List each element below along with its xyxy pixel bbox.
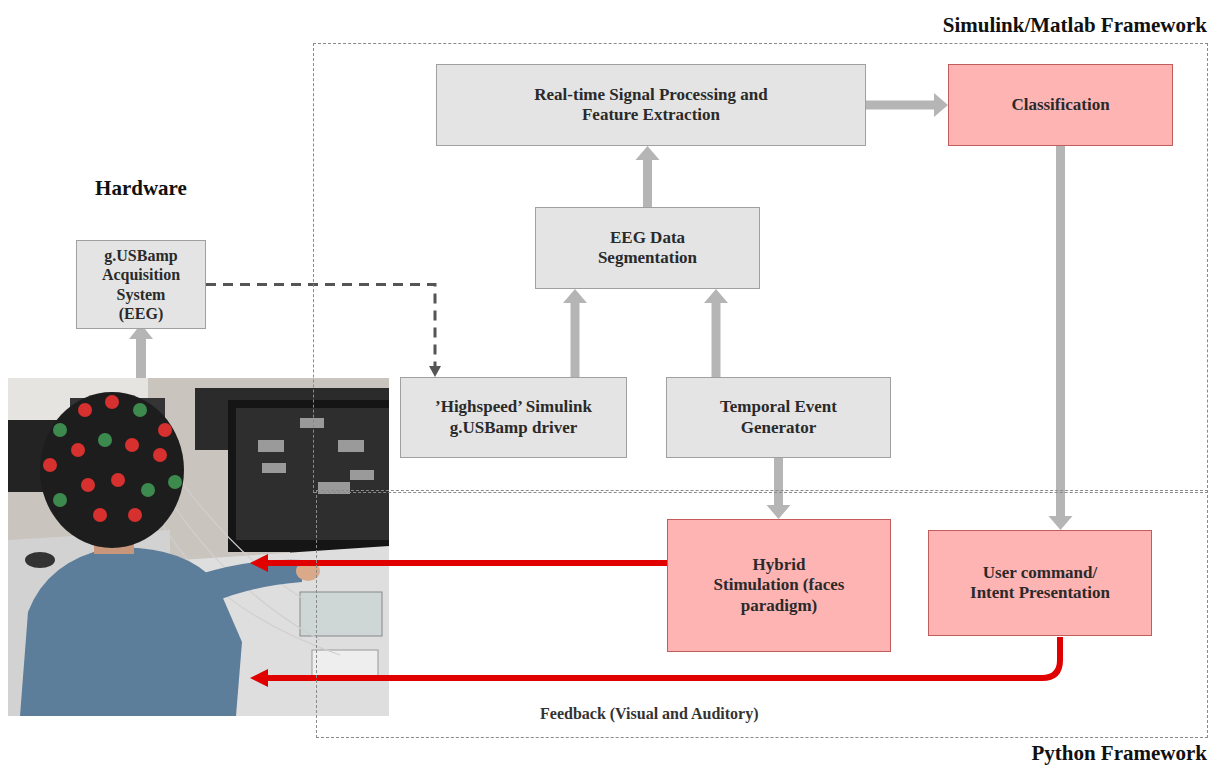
box-label: Hybrid Stimulation (faces paradigm) <box>711 555 848 616</box>
flow-arrow <box>767 458 791 519</box>
stimulation-feedback-arrow <box>250 554 667 572</box>
lab-photo-part <box>53 423 67 437</box>
intent-feedback-arrow-part <box>266 637 1060 678</box>
lab-photo-part <box>98 433 112 447</box>
arrow-shaft <box>206 285 435 368</box>
lab-photo-part <box>105 395 119 409</box>
lab-photo-part <box>53 493 67 507</box>
stimulation-feedback-arrow-part <box>266 560 667 566</box>
lab-photo-part <box>258 440 284 452</box>
lab-photo-part <box>200 560 302 602</box>
arrow-head <box>429 366 441 377</box>
lab-photo-part <box>168 475 182 489</box>
arrow-shaft <box>866 101 935 110</box>
process-box: Hybrid Stimulation (faces paradigm) <box>667 519 891 652</box>
process-box: Real-time Signal Processing and Feature … <box>436 64 866 146</box>
arrow-head <box>704 289 728 303</box>
stimulation-feedback-arrow-part <box>250 554 268 572</box>
photo-to-hardware-arrow-part <box>136 338 146 378</box>
flow-arrow <box>636 146 660 207</box>
arrow-head <box>563 289 587 303</box>
lab-photo-part <box>228 400 389 552</box>
flow-arrow <box>704 289 728 377</box>
lab-photo-part <box>300 592 382 636</box>
lab-photo-part <box>78 403 92 417</box>
framework-title: Python Framework <box>1031 741 1207 766</box>
lab-photo-part <box>153 448 167 462</box>
arrow-shaft <box>643 159 652 207</box>
lab-photo-part <box>81 478 95 492</box>
framework-region: Simulink/Matlab FrameworkReal-time Signa… <box>313 43 1208 493</box>
lab-photo-part <box>43 458 57 472</box>
framework-title: Simulink/Matlab Framework <box>943 13 1207 38</box>
arrow-shaft <box>774 458 783 506</box>
arrow-head <box>767 505 791 519</box>
box-label: Real-time Signal Processing and Feature … <box>520 85 782 126</box>
box-label: User command/ Intent Presentation <box>964 563 1116 604</box>
lab-photo-part <box>128 508 142 522</box>
box-label: Classification <box>1011 95 1109 115</box>
process-box: ’Highspeed’ Simulink g.USBamp driver <box>400 377 627 458</box>
lab-photo-part <box>8 378 389 716</box>
process-box: g.USBamp Acquisition System (EEG) <box>76 240 206 329</box>
arrow-head <box>1049 516 1073 530</box>
lab-photo-part <box>111 473 125 487</box>
lab-photo-part <box>40 392 184 548</box>
lab-photo-part <box>71 443 85 457</box>
arrow-shaft <box>1056 146 1065 517</box>
feedback-caption: Feedback (Visual and Auditory) <box>540 704 860 723</box>
arrow-head <box>636 146 660 160</box>
flow-arrow <box>563 289 587 377</box>
box-label: Temporal Event Generator <box>715 397 843 438</box>
lab-photo-part <box>25 552 55 568</box>
arrow-head <box>934 93 948 117</box>
lab-photo-part <box>158 423 172 437</box>
process-box: User command/ Intent Presentation <box>928 530 1152 636</box>
process-box: Classification <box>948 64 1173 146</box>
lab-photo-part <box>93 508 107 522</box>
lab-photo-part <box>262 463 286 473</box>
intent-feedback-arrow-part <box>250 669 268 687</box>
section-heading: Hardware <box>66 176 216 201</box>
box-label: ’Highspeed’ Simulink g.USBamp driver <box>425 397 603 438</box>
arrow-shaft <box>712 302 721 377</box>
lab-photo-part <box>350 470 374 480</box>
lab-photo-part <box>141 483 155 497</box>
framework-region: Python FrameworkHybrid Stimulation (face… <box>316 490 1208 738</box>
box-label: g.USBamp Acquisition System (EEG) <box>95 246 187 323</box>
lab-photo-part <box>300 418 324 428</box>
flow-arrow <box>866 93 948 117</box>
arrow-shaft <box>571 302 580 377</box>
lab-photo-part <box>133 403 147 417</box>
flow-arrow <box>1049 146 1073 530</box>
photo-to-hardware-arrow <box>129 324 153 378</box>
lab-photo <box>8 378 389 716</box>
box-label: EEG Data Segmentation <box>587 228 709 269</box>
lab-photo-part <box>338 440 364 452</box>
dashed-data-arrow <box>206 285 441 378</box>
process-box: Temporal Event Generator <box>666 377 891 458</box>
intent-feedback-arrow <box>250 637 1060 687</box>
lab-photo-part <box>125 438 139 452</box>
process-box: EEG Data Segmentation <box>535 207 760 289</box>
